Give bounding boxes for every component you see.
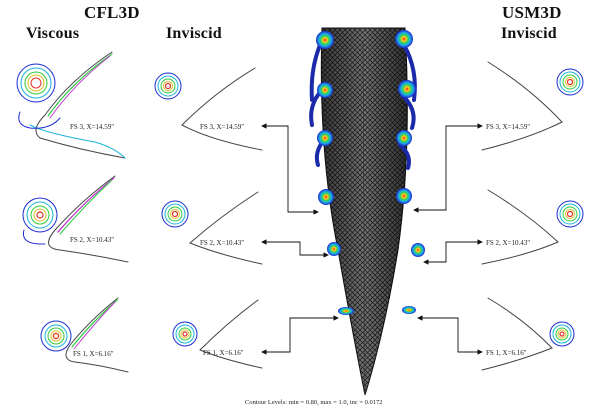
panel-inviscid-right-fs3 bbox=[482, 62, 583, 150]
body-vortex-l1a bbox=[327, 242, 341, 256]
panel-inviscid-left-fs3 bbox=[155, 68, 262, 150]
arrow-left-fs3 bbox=[268, 126, 318, 212]
label-viscous-fs2: FS 2, X=10.43" bbox=[70, 236, 114, 244]
body-vortex-r3b bbox=[398, 80, 416, 98]
label-inviscid-right-fs1: FS 1, X=6.16" bbox=[486, 349, 527, 357]
panel-inviscid-right-fs2 bbox=[482, 190, 583, 264]
label-inviscid-right-fs2: FS 2, X=10.43" bbox=[486, 239, 530, 247]
body-vortex-r1 bbox=[402, 306, 416, 314]
label-inviscid-left-fs1: FS 1, X=6.16" bbox=[203, 349, 244, 357]
body-vortex-l3b bbox=[317, 82, 333, 98]
arrow-right-fs1 bbox=[418, 318, 478, 352]
body-vortex-l3 bbox=[316, 31, 334, 49]
contour-levels-caption: Contour Levels: min = 0.80, max = 1.0, i… bbox=[245, 399, 383, 406]
body-vortex-r3 bbox=[395, 30, 413, 48]
arrow-right-fs3 bbox=[414, 126, 478, 210]
label-inviscid-right-fs3: FS 3, X=14.59" bbox=[486, 123, 530, 131]
label-inviscid-left-fs3: FS 3, X=14.59" bbox=[200, 123, 244, 131]
panel-inviscid-right-fs1 bbox=[482, 298, 574, 370]
label-inviscid-left-fs2: FS 2, X=10.43" bbox=[200, 239, 244, 247]
body-vortex-l2 bbox=[318, 189, 334, 205]
panel-viscous-fs1 bbox=[41, 298, 128, 372]
panel-viscous-fs2 bbox=[23, 176, 128, 262]
panel-viscous-fs3 bbox=[17, 52, 125, 158]
body-vortex-r1a bbox=[411, 243, 425, 257]
panel-inviscid-left-fs1 bbox=[173, 300, 262, 368]
panel-inviscid-left-fs2 bbox=[162, 192, 262, 264]
body-vortex-r2a bbox=[396, 130, 412, 146]
arrow-left-fs2 bbox=[268, 242, 328, 255]
label-viscous-fs3: FS 3, X=14.59" bbox=[70, 123, 114, 131]
label-viscous-fs1: FS 1, X=6.16" bbox=[73, 350, 114, 358]
arrow-left-fs1 bbox=[268, 318, 338, 352]
body-vortex-l2a bbox=[317, 130, 333, 146]
body-vortex-l1 bbox=[338, 307, 354, 315]
body-vortex-r2 bbox=[396, 188, 412, 204]
arrow-right-fs2 bbox=[424, 242, 478, 262]
forebody-mesh bbox=[321, 28, 407, 395]
